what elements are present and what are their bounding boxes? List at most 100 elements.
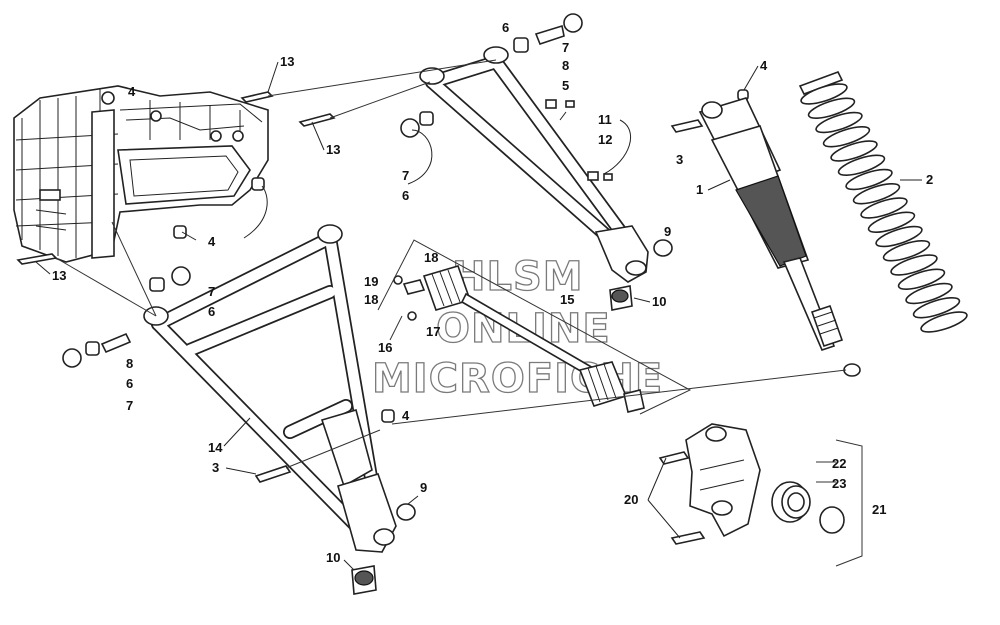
spring-coil [830,140,878,162]
wheel-bearing [771,481,845,534]
spring-coil [860,197,908,219]
callout-18-top: 18 [424,250,438,265]
shock-absorber [670,97,861,377]
callout-9-lower: 9 [420,480,427,495]
callout-5: 5 [562,78,569,93]
callout-6-top: 6 [502,20,509,35]
lower-a-arm [143,224,397,553]
spring-coil [807,97,856,120]
vehicle-frame [13,85,269,263]
spring-coil [867,211,916,234]
callout-10-lower: 10 [326,550,340,565]
nut-4-frame-b [173,225,187,239]
spring-coil [897,268,946,291]
callout-6-lower-top: 6 [208,304,215,319]
washer-7-top [563,13,583,33]
lower-bushings [62,266,416,595]
washer-7-lower-top [171,266,191,286]
leader-lines [55,59,863,567]
ring-9-upper [653,239,673,257]
coil-spring [798,71,968,333]
callout-7-lower-top: 7 [208,284,215,299]
screw-11 [565,100,575,108]
bushing-6-top [513,37,529,53]
callout-14: 14 [208,440,223,455]
clip-12 [587,171,599,181]
washer-7-lower [62,348,82,368]
spring-coil [890,254,938,276]
bushing-6-lower-top [149,277,165,292]
bolt-3-shock [670,119,704,133]
callout-13-right: 13 [326,142,340,157]
sleeve-8-lower [100,332,132,354]
spring-coil [882,239,931,262]
spring-coil [822,125,871,148]
callout-18-mid: 18 [364,292,378,307]
callout-1: 1 [696,182,703,197]
callout-8-top: 8 [562,58,569,73]
bushing-6-lower [85,341,100,356]
watermark-line-1: HLSM [452,254,584,300]
bushing-6-mid [419,111,434,126]
spring-coil [837,154,886,177]
bolts-13 [16,91,336,265]
callout-15: 15 [560,292,574,307]
nut-4-lower [381,409,395,423]
spring-coil [875,225,923,248]
drive-axle [393,265,645,413]
callout-labels: 13 13 13 4 4 4 4 6 7 8 5 11 12 7 6 3 1 2… [35,20,933,571]
ring-17 [407,311,417,321]
spring-coil [912,296,961,319]
callout-23: 23 [832,476,846,491]
callout-7-mid: 7 [402,168,409,183]
callout-8-lower: 8 [126,356,133,371]
callout-9-upper: 9 [664,224,671,239]
ball-joint-hardware-upper [545,99,673,311]
callout-17: 17 [426,324,440,339]
bolt-13-b [298,113,336,127]
callout-4-shock: 4 [760,58,768,73]
washer-7-mid [400,118,420,138]
ring-19 [393,275,403,285]
callout-4-lower: 4 [402,408,410,423]
callout-6-mid: 6 [402,188,409,203]
callout-16: 16 [378,340,392,355]
clip-5 [545,99,557,109]
callout-12: 12 [598,132,612,147]
spring-coil [920,311,968,333]
sleeve-8-top [534,24,565,45]
screw-12 [603,173,613,181]
bolt-13-a [240,91,274,103]
callout-13-top: 13 [280,54,294,69]
callout-7-lower: 7 [126,398,133,413]
spring-coil [905,282,953,305]
upper-bushings [400,13,583,138]
callout-4-frame: 4 [128,84,136,99]
callout-21: 21 [872,502,886,517]
callout-3-lower: 3 [212,460,219,475]
callout-22: 22 [832,456,846,471]
callout-4-frame-low: 4 [208,234,216,249]
bolt-20-b [670,531,706,545]
callout-20: 20 [624,492,638,507]
spring-coil [845,168,893,191]
callout-10-upper: 10 [652,294,666,309]
callout-7-top: 7 [562,40,569,55]
nut-4-frame-a [251,177,265,191]
callout-3-shock: 3 [676,152,683,167]
steering-knuckle [658,423,761,545]
upper-a-arm [419,46,649,283]
ring-9-lower [396,503,416,521]
bolt-20-a [658,451,690,465]
spring-coil [800,83,848,105]
callout-11: 11 [598,112,612,127]
bolt-3-lower [254,465,292,483]
watermark-line-2: ONLINE [436,306,611,352]
spring-coil [815,111,863,134]
callout-13-left: 13 [52,268,66,283]
callout-6-lower: 6 [126,376,133,391]
callout-2: 2 [926,172,933,187]
snap-ring-23 [819,506,845,534]
spring-coil [852,182,901,205]
